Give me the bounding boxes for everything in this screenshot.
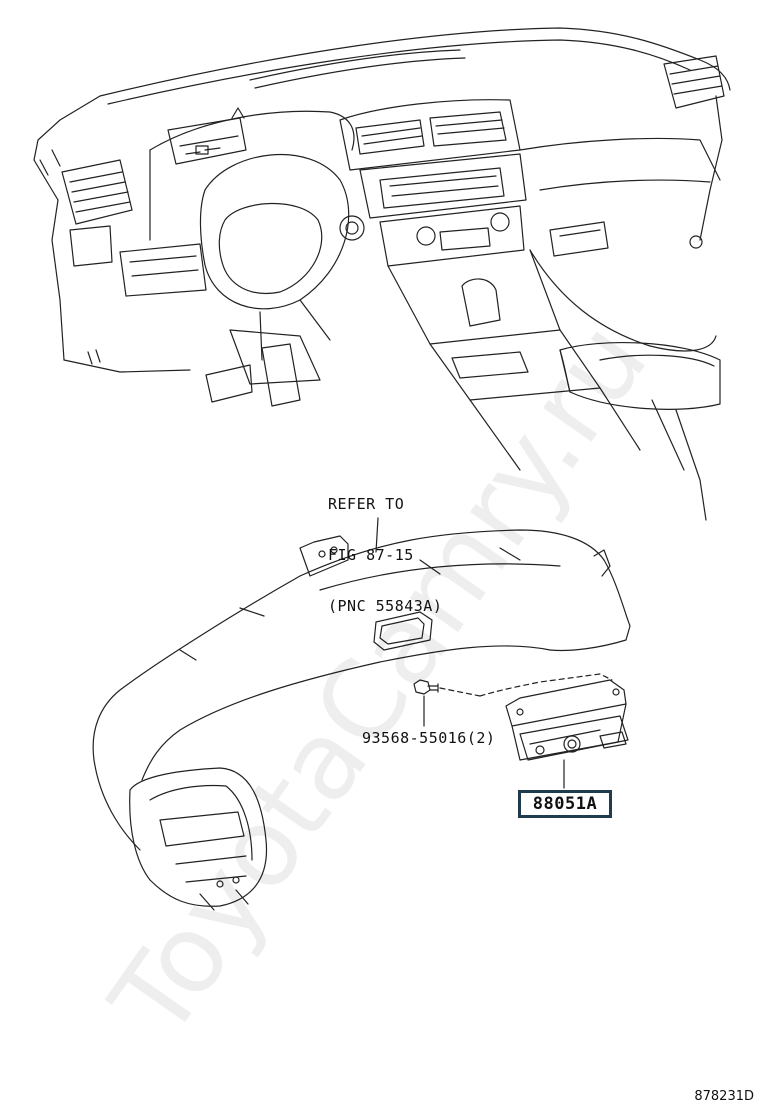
air-duct-illustration	[92, 517, 631, 911]
figure-code: 878231D	[694, 1089, 754, 1104]
bolt-and-module	[413, 673, 629, 789]
reference-line-2: FIG 87-15	[328, 546, 414, 564]
reference-line-3: (PNC 55843A)	[328, 597, 443, 615]
reference-note: REFER TO FIG 87-15 (PNC 55843A)	[328, 462, 442, 632]
bolt-part-number: 93568-55016(2)	[362, 729, 496, 747]
part-number-box[interactable]: 88051A	[518, 790, 612, 818]
bolt-icon	[413, 679, 439, 695]
dashboard-illustration	[33, 27, 731, 521]
reference-line-1: REFER TO	[328, 495, 405, 513]
